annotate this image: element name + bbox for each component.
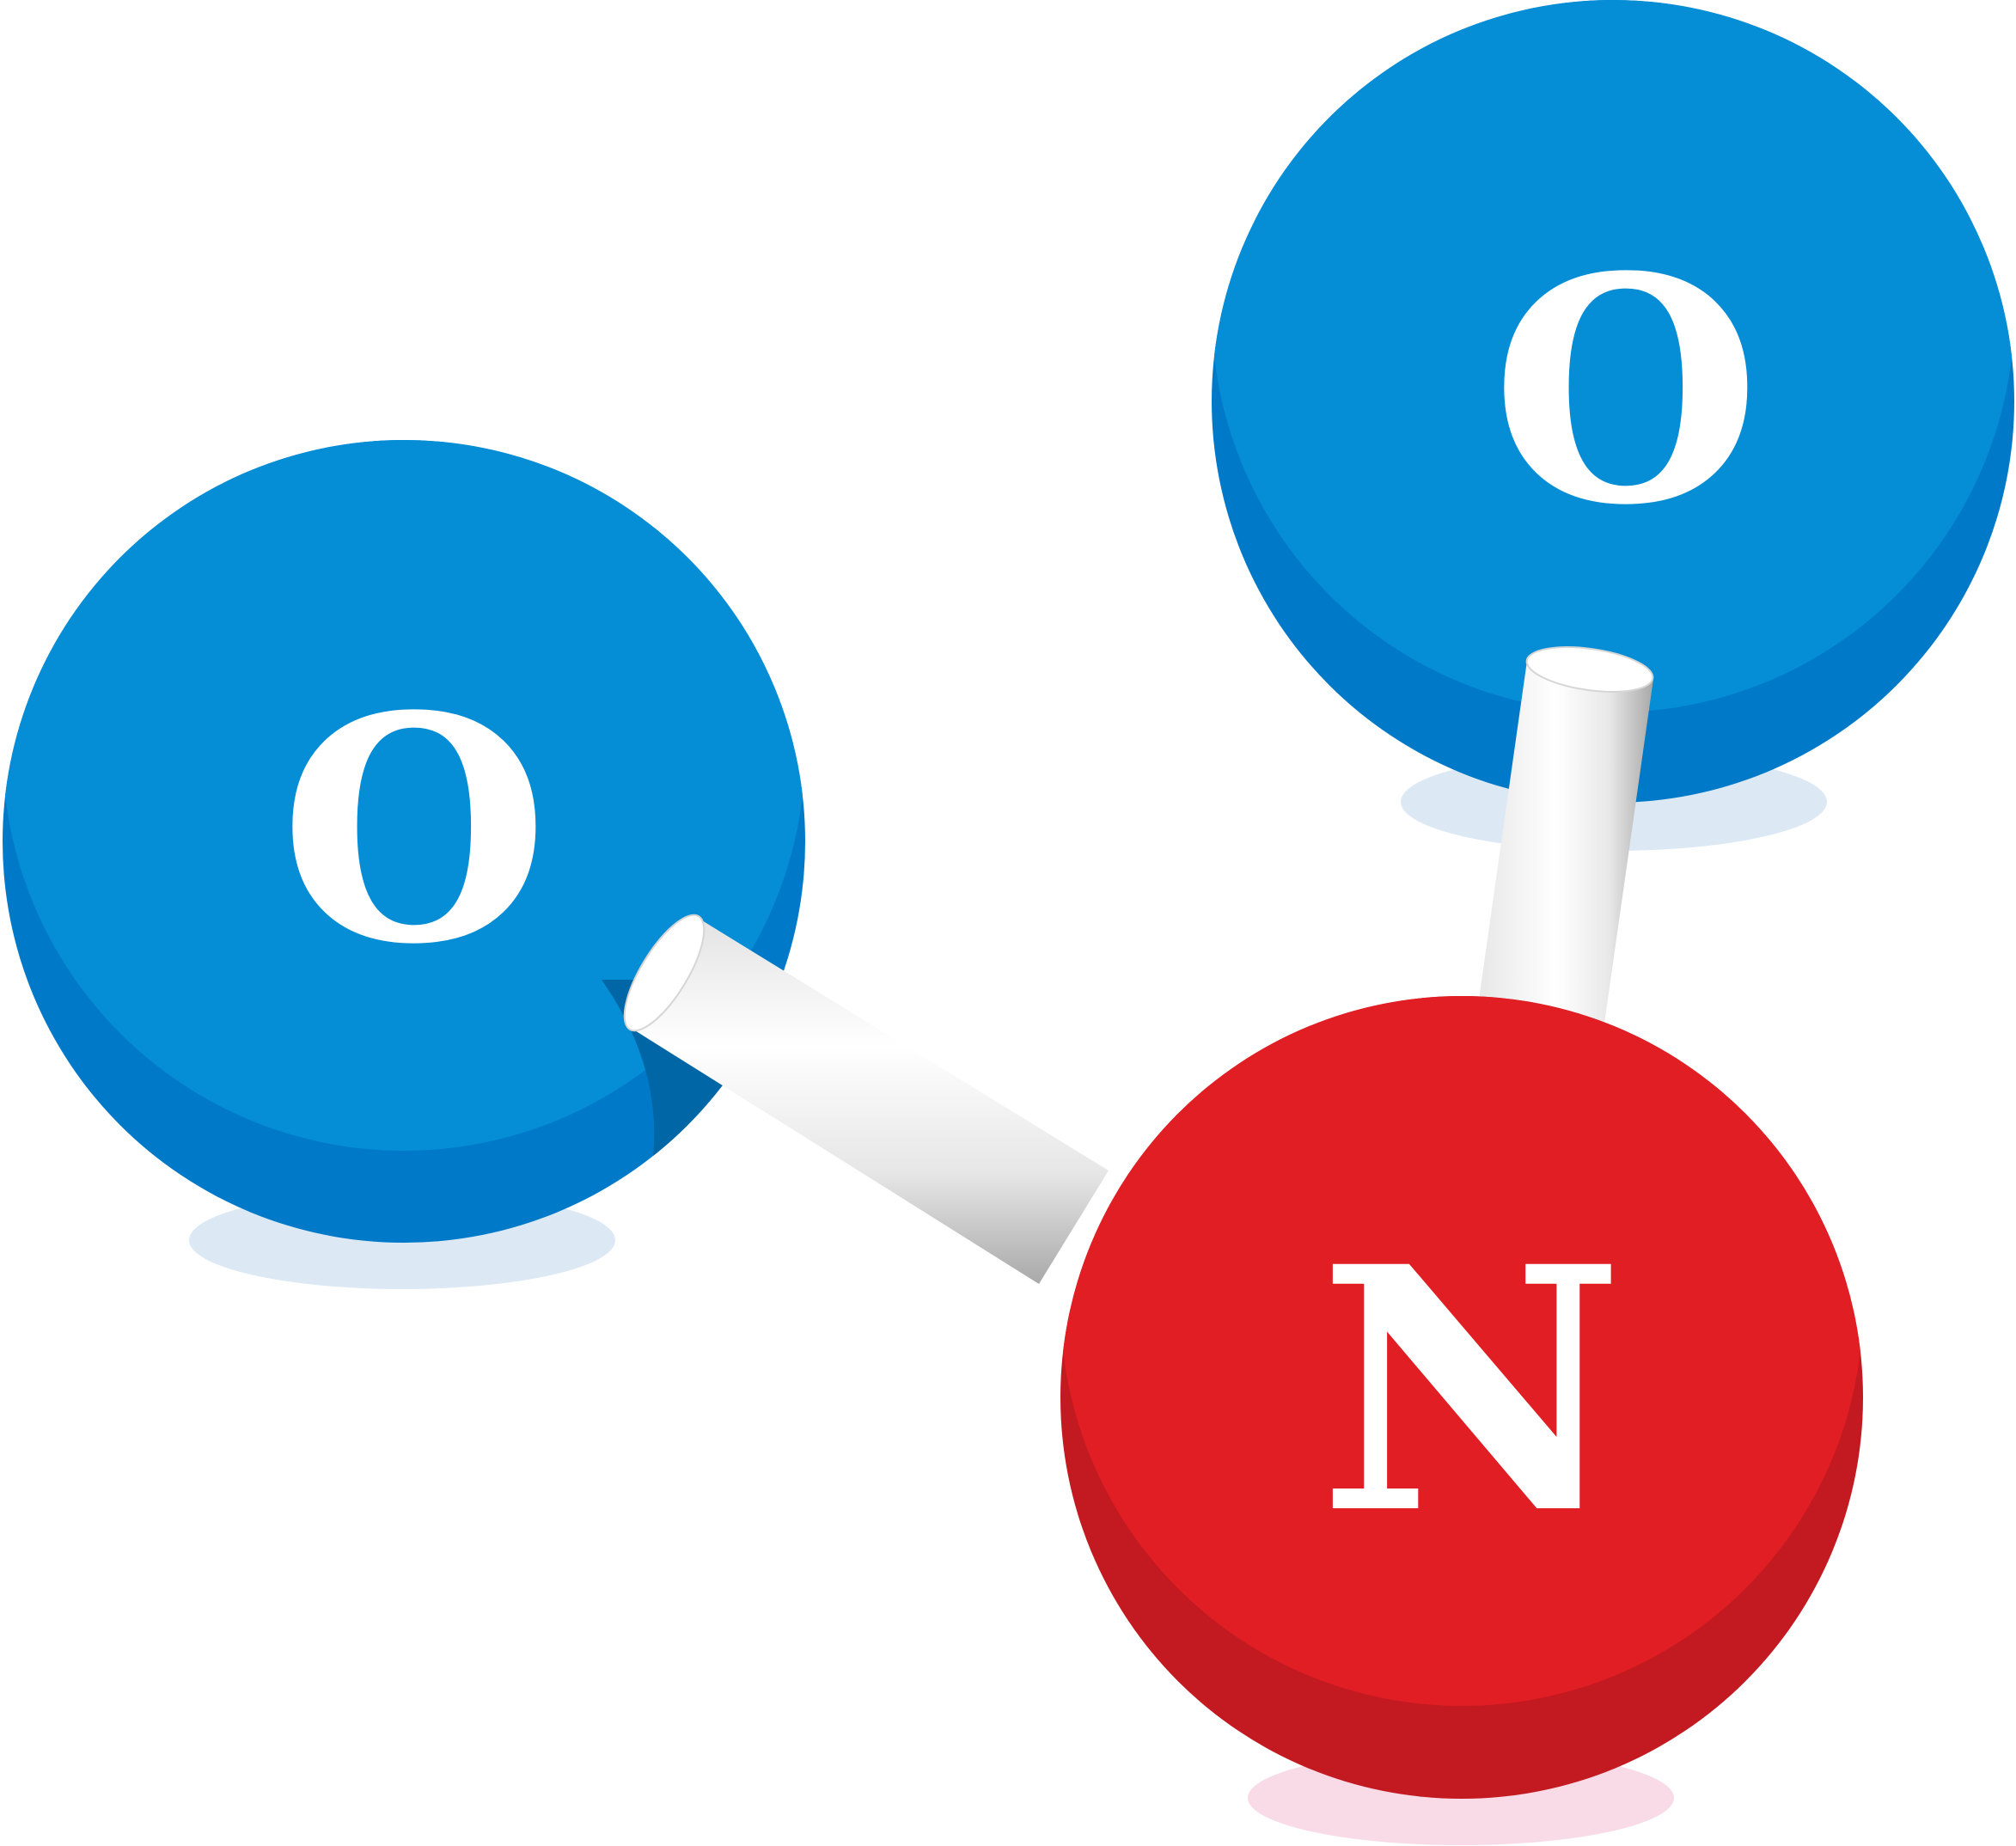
bond-nitrogen-oxygen-right bbox=[1475, 646, 1654, 1042]
oxygen-atom-right bbox=[1212, 0, 2014, 803]
oxygen-left-label: O bbox=[279, 649, 549, 1012]
bond-nitrogen-oxygen-left bbox=[623, 914, 1109, 1284]
nitrogen-atom bbox=[1060, 996, 1863, 1799]
nitrogen-label: N bbox=[1318, 1194, 1624, 1587]
oxygen-right-label: O bbox=[1491, 210, 1761, 573]
